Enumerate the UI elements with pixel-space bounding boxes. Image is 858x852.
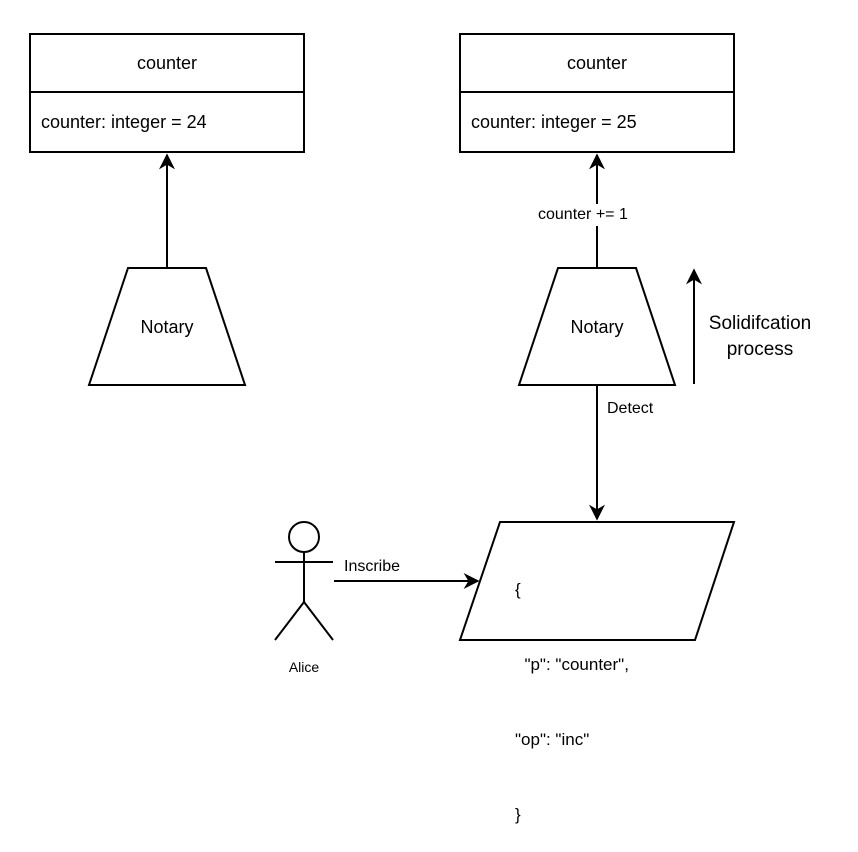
right-notary-label: Notary — [570, 317, 624, 337]
inscription-line: "op": "inc" — [515, 730, 590, 749]
detect-edge-label: Detect — [607, 400, 654, 417]
right-notary-shape — [517, 267, 677, 386]
left-class-title: counter — [136, 53, 198, 73]
actor-name: Alice — [288, 659, 320, 675]
process-label: Solidifcation process — [700, 311, 820, 363]
process-label-line1: Solidifcation — [708, 313, 812, 334]
actor-icon — [274, 521, 334, 641]
left-notary-shape — [87, 267, 247, 386]
process-label-line2: process — [726, 339, 794, 360]
update-edge-label: counter += 1 — [535, 204, 631, 226]
left-notary-label: Notary — [140, 317, 194, 337]
inscription-text: { "p": "counter", "op": "inc" } — [515, 527, 629, 852]
diagram-canvas — [29, 33, 736, 641]
inscription-shape — [458, 521, 736, 641]
right-class-attribute: counter: integer = 25 — [471, 112, 637, 132]
left-class-attribute: counter: integer = 24 — [41, 112, 207, 132]
right-class-box — [459, 33, 735, 153]
right-class-title: counter — [566, 53, 628, 73]
left-class-box — [29, 33, 305, 153]
inscription-line: { — [515, 580, 521, 599]
inscription-line: } — [515, 805, 521, 824]
inscription-line: "p": "counter", — [515, 655, 629, 674]
inscribe-edge-label: Inscribe — [344, 558, 401, 575]
